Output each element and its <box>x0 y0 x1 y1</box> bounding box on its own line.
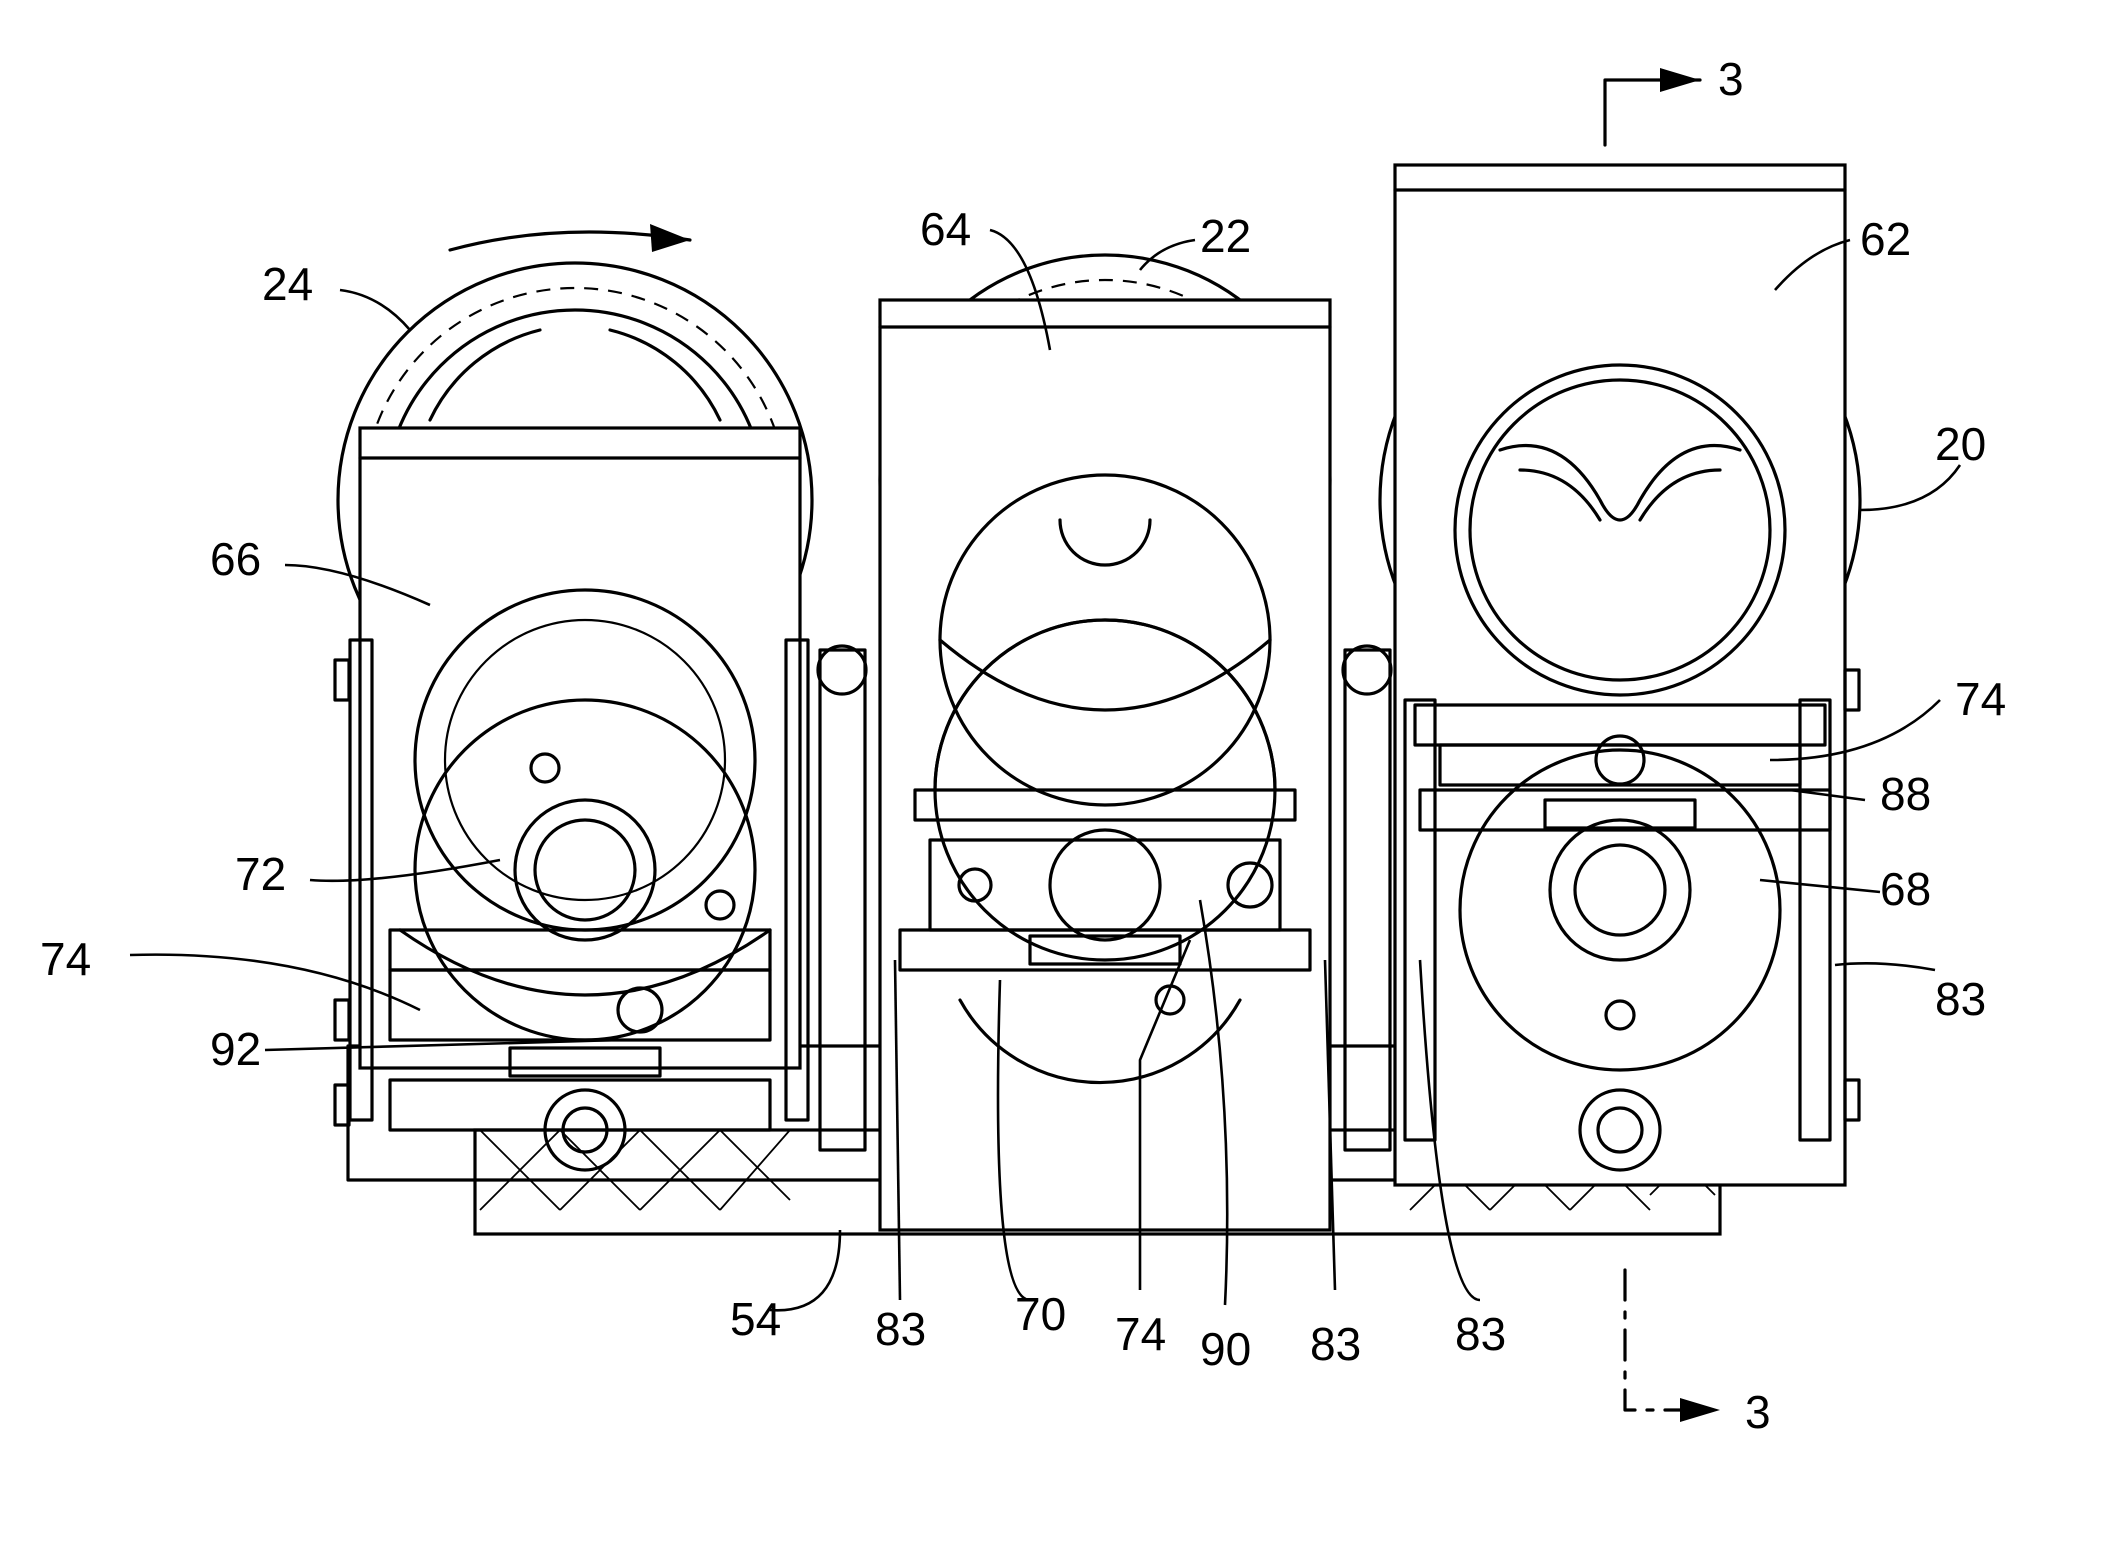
label-54: 54 <box>730 1293 781 1345</box>
section-label-bottom: 3 <box>1745 1386 1771 1438</box>
label-83-far-right: 83 <box>1935 973 1986 1025</box>
right-carrier-62 <box>1395 165 1859 1185</box>
label-68: 68 <box>1880 863 1931 915</box>
label-92: 92 <box>210 1023 261 1075</box>
middle-carrier-64 <box>818 300 1391 1230</box>
label-83-b: 83 <box>1310 1318 1361 1370</box>
label-72: 72 <box>235 848 286 900</box>
label-64: 64 <box>920 203 971 255</box>
label-70: 70 <box>1015 1288 1066 1340</box>
label-24: 24 <box>262 258 313 310</box>
left-carrier-66 <box>335 428 808 1170</box>
label-62: 62 <box>1860 213 1911 265</box>
label-90: 90 <box>1200 1323 1251 1375</box>
label-66: 66 <box>210 533 261 585</box>
label-74-right: 74 <box>1955 673 2006 725</box>
section-label-top: 3 <box>1718 53 1744 105</box>
rotation-arrow <box>450 224 690 252</box>
label-88: 88 <box>1880 768 1931 820</box>
label-83-c: 83 <box>1455 1308 1506 1360</box>
label-83-a: 83 <box>875 1303 926 1355</box>
label-22: 22 <box>1200 210 1251 262</box>
label-20: 20 <box>1935 418 1986 470</box>
label-74-middle: 74 <box>1115 1308 1166 1360</box>
label-74-left: 74 <box>40 933 91 985</box>
